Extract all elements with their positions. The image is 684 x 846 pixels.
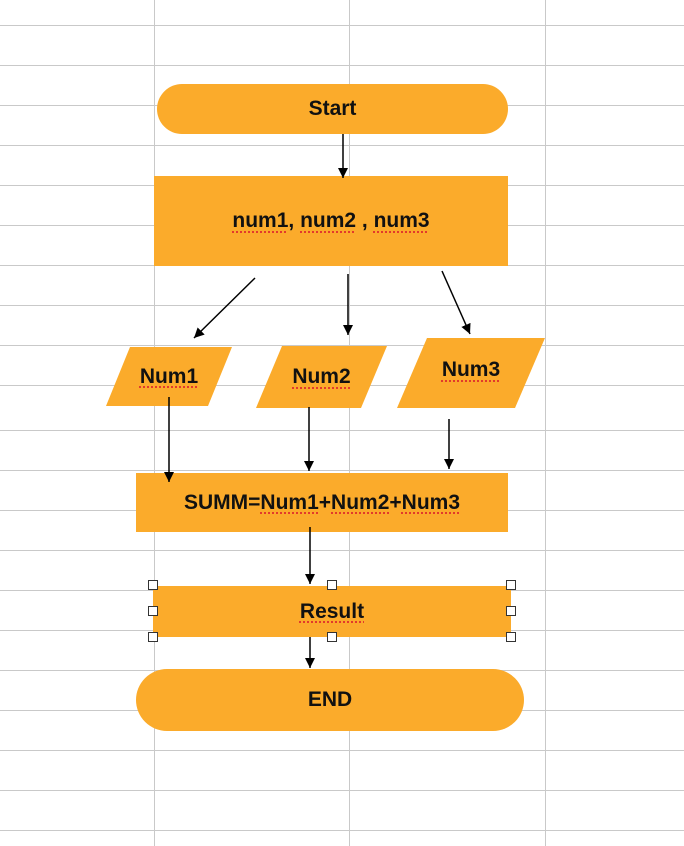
result-process-box[interactable] [153, 586, 511, 637]
sum-term-num3: Num3 [401, 490, 461, 514]
resize-handle-middle-right[interactable] [506, 606, 516, 616]
sum-term-num2: Num2 [331, 490, 390, 514]
sum-plus: + [389, 490, 402, 514]
input-separator: , [288, 209, 301, 232]
arrow-inputs-to-num3[interactable] [441, 270, 471, 335]
end-label: END [307, 688, 353, 711]
sum-lhs: SUMM= [183, 490, 261, 514]
arrow-inputs-to-num1[interactable] [193, 277, 256, 339]
sum-plus: + [318, 490, 332, 514]
input-var-num2: num2 [300, 209, 357, 232]
end-terminator[interactable] [136, 669, 524, 731]
resize-handle-bottom-right[interactable] [506, 632, 516, 642]
inputs-label: num1, num2 , num3 [154, 176, 508, 266]
resize-handle-middle-left[interactable] [148, 606, 158, 616]
num1-input-parallelogram[interactable] [106, 347, 232, 406]
sum-term-num1: Num1 [260, 490, 319, 514]
start-label: Start [308, 97, 357, 120]
sum-label: SUMM=Num1+Num2+Num3 [136, 473, 508, 532]
resize-handle-top-center[interactable] [327, 580, 337, 590]
result-label: Result [299, 599, 365, 623]
num3-input-parallelogram[interactable] [397, 338, 545, 408]
resize-handle-top-right[interactable] [506, 580, 516, 590]
start-terminator[interactable] [157, 84, 508, 134]
num2-input-parallelogram[interactable] [256, 346, 387, 408]
resize-handle-bottom-center[interactable] [327, 632, 337, 642]
input-var-num3: num3 [373, 209, 430, 232]
num3-label: Num3 [441, 358, 501, 381]
num1-label: Num1 [139, 364, 199, 388]
num2-label: Num2 [292, 365, 351, 388]
resize-handle-top-left[interactable] [148, 580, 158, 590]
inputs-process-box[interactable] [154, 176, 508, 266]
resize-handle-bottom-left[interactable] [148, 632, 158, 642]
input-separator: , [356, 209, 374, 232]
sum-process-box[interactable] [136, 473, 508, 532]
input-var-num1: num1 [232, 209, 289, 232]
